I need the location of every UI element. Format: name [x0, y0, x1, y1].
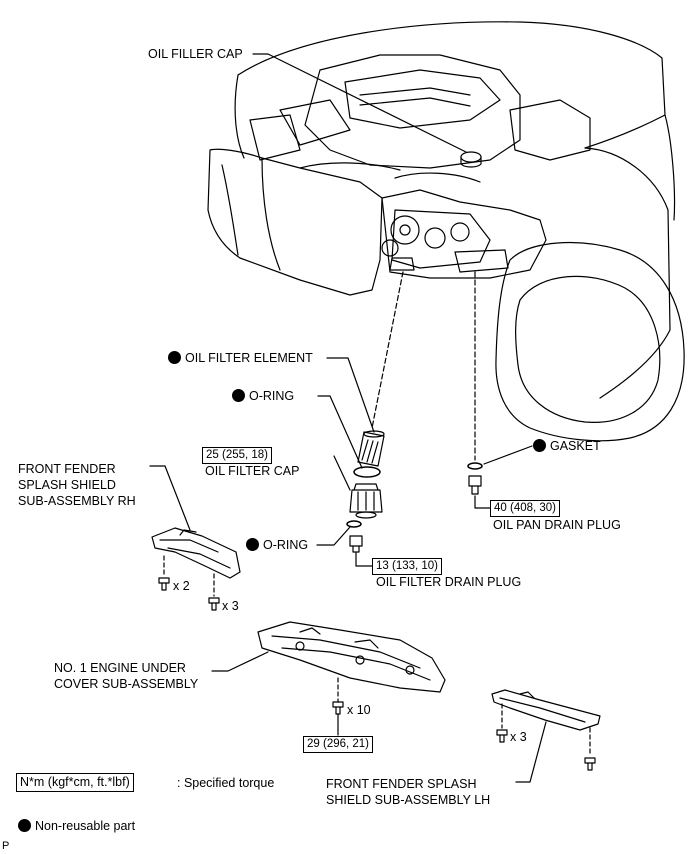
legend-non-reusable: Non-reusable part [18, 818, 135, 834]
label-oil-filter-element: OIL FILTER ELEMENT [168, 350, 313, 366]
non-reusable-icon [533, 439, 546, 452]
label-front-fender-lh: FRONT FENDER SPLASH SHIELD SUB-ASSEMBLY … [326, 777, 491, 807]
torque-oil-filter-drain-plug: 13 (133, 10) [372, 558, 443, 575]
label-gasket-text: GASKET [550, 439, 601, 453]
leader-oil-filter-element [326, 357, 375, 433]
qty-under-cover-bolt: x 10 [347, 703, 371, 717]
leader-engine-under-cover [211, 651, 269, 672]
label-oil-pan-drain-plug: OIL PAN DRAIN PLUG [493, 518, 621, 532]
qty-rh-bolt-b: x 3 [222, 599, 239, 613]
label-oil-filter-drain-plug: OIL FILTER DRAIN PLUG [376, 575, 522, 589]
non-reusable-icon [246, 538, 259, 551]
rh-bolt-b-illustration [208, 597, 220, 611]
corner-mark: P [2, 840, 10, 852]
gasket-illustration [467, 462, 483, 470]
rh-bolt-a-illustration [158, 577, 170, 591]
under-cover-bolt-illustration [332, 701, 344, 715]
label-oil-filter-element-text: OIL FILTER ELEMENT [185, 351, 313, 365]
leader-o-ring-upper [317, 395, 363, 469]
leader-oil-filter-drain-plug [355, 552, 373, 567]
torque-engine-under-cover: 29 (296, 21) [303, 736, 374, 753]
leader-oil-filter-cap [333, 455, 351, 491]
leader-oil-pan-drain-plug [474, 495, 491, 509]
label-engine-under-cover: NO. 1 ENGINE UNDER COVER SUB-ASSEMBLY [54, 661, 199, 691]
leader-gasket [483, 445, 533, 465]
qty-lh-bolt: x 3 [510, 730, 527, 744]
qty-rh-bolt-a: x 2 [173, 579, 190, 593]
legend-torque-desc: : Specified torque [177, 776, 275, 790]
engine-under-cover-illustration [257, 621, 446, 693]
non-reusable-icon [18, 819, 31, 832]
non-reusable-icon [232, 389, 245, 402]
label-o-ring-upper-text: O-RING [249, 389, 295, 403]
leader-front-fender-rh [149, 465, 191, 531]
non-reusable-icon [168, 351, 181, 364]
oil-pan-drain-plug-illustration [468, 475, 482, 495]
label-o-ring-lower-text: O-RING [263, 538, 309, 552]
lh-bolt-b-illustration [584, 757, 596, 771]
vehicle-front-illustration [207, 21, 685, 442]
label-o-ring-lower: O-RING [246, 537, 308, 553]
legend-torque-unit-box: N*m (kgf*cm, ft.*lbf) [16, 773, 134, 792]
label-oil-filler-cap: OIL FILLER CAP [148, 47, 243, 61]
label-o-ring-upper: O-RING [232, 388, 294, 404]
front-fender-rh-illustration [151, 527, 241, 579]
label-gasket: GASKET [533, 438, 601, 454]
legend-non-reusable-text: Non-reusable part [35, 819, 136, 833]
torque-oil-filter-cap: 25 (255, 18) [202, 447, 273, 464]
o-ring-upper-illustration [353, 466, 381, 478]
oil-filter-element-illustration [357, 430, 385, 467]
oil-filter-drain-plug-illustration [349, 535, 363, 553]
label-oil-filter-cap: OIL FILTER CAP [205, 464, 300, 478]
o-ring-lower-illustration [346, 520, 362, 528]
label-front-fender-rh: FRONT FENDER SPLASH SHIELD SUB-ASSEMBLY … [18, 462, 136, 508]
torque-oil-pan-drain-plug: 40 (408, 30) [490, 500, 561, 517]
leader-o-ring-lower [316, 526, 351, 546]
lh-bolt-a-illustration [496, 729, 508, 743]
dashed-line-oil-filter [371, 271, 404, 429]
oil-filter-cap-illustration [349, 483, 383, 519]
leader-oil-filler-cap [252, 53, 467, 153]
leader-front-fender-lh [515, 721, 547, 783]
